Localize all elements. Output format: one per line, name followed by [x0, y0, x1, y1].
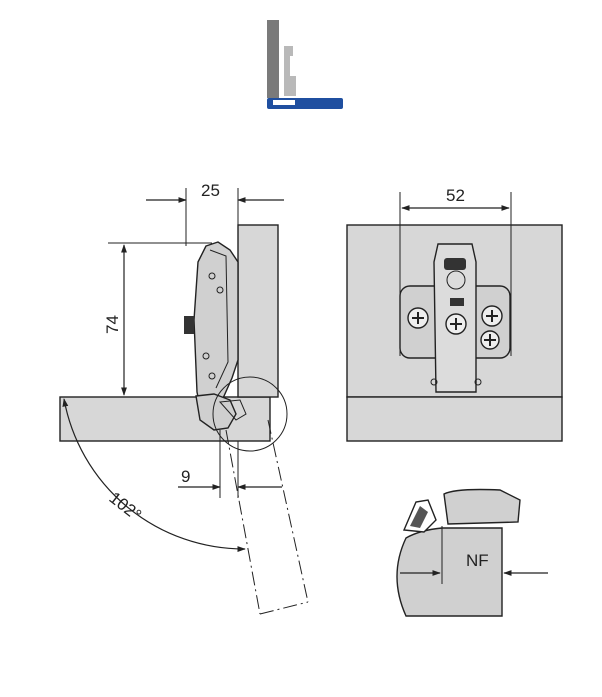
- dimension-74: 74: [103, 315, 122, 334]
- door-panel: [237, 224, 279, 398]
- dimension-9: 9: [181, 467, 190, 486]
- front-view-drawing: 52: [346, 186, 563, 442]
- door-edge-profile: [443, 488, 521, 525]
- mounting-plate: [399, 243, 511, 393]
- nf-detail-drawing: NF: [396, 488, 548, 617]
- cabinet-edge-profile: [396, 527, 503, 617]
- nf-label: NF: [466, 551, 489, 570]
- overlay-hinge-position-icon: [267, 20, 343, 109]
- dimension-52: 52: [446, 186, 465, 205]
- side-view-drawing: 25 74 9 102°: [59, 181, 309, 615]
- opening-angle: 102°: [106, 488, 145, 525]
- dimension-25: 25: [201, 181, 220, 200]
- cabinet-edge: [346, 396, 563, 442]
